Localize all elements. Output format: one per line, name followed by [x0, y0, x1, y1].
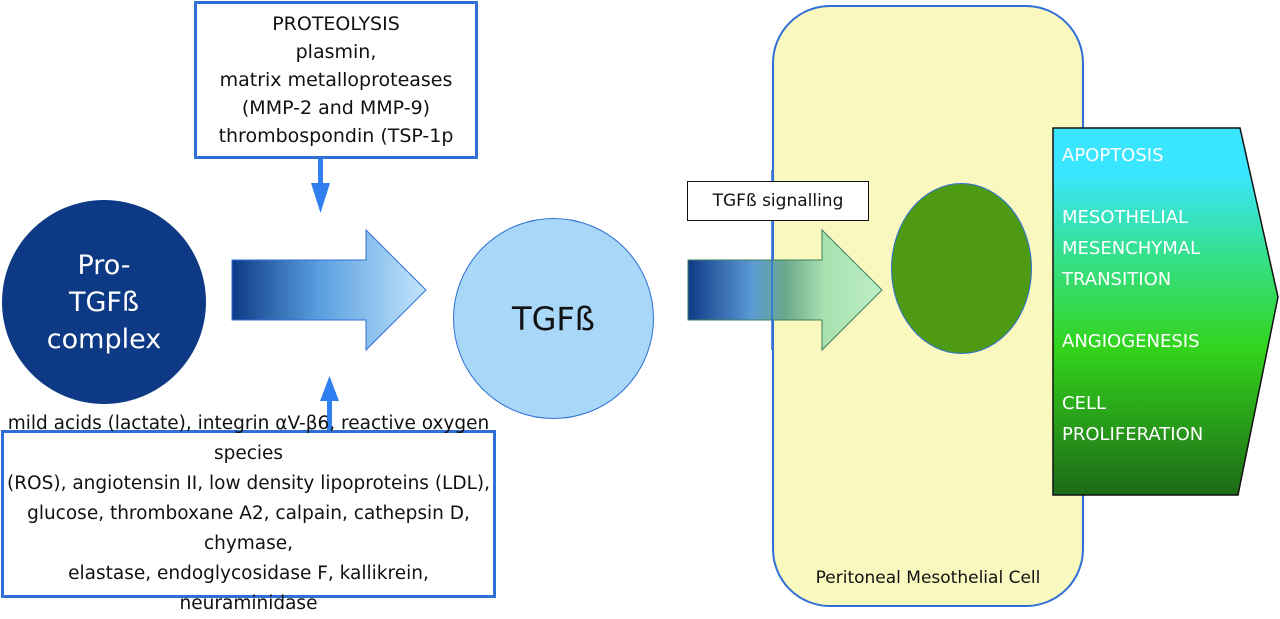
proteolysis-line: (MMP-2 and MMP-9) [241, 97, 431, 119]
pro-tgf-line: TGFß [69, 286, 139, 318]
proteolysis-down-arrow [311, 159, 330, 213]
proteolysis-line: matrix metalloproteases [219, 69, 453, 91]
activators-line: (ROS), angiotensin II, low density lipop… [6, 473, 490, 494]
signalling-arrow [687, 228, 883, 352]
tgf-node: TGFß [453, 218, 654, 419]
cell-label: Peritoneal Mesothelial Cell [815, 568, 1041, 588]
activators-line: mild acids (lactate), integrin αV-β6, re… [7, 413, 490, 464]
activators-line: elastase, endoglycosidase F, kallikrein,… [68, 563, 429, 614]
activators-box: mild acids (lactate), integrin αV-β6, re… [1, 413, 496, 614]
outcome-emt-line: MESOTHELIAL [1062, 207, 1189, 228]
outcome-emt-line: MESENCHYMAL [1062, 238, 1201, 259]
outcome-emt-line: TRANSITION [1062, 269, 1172, 290]
outcome-proliferation-line: CELL [1062, 393, 1106, 414]
outcome-apoptosis: APOPTOSIS [1062, 145, 1164, 166]
tgf-label: TGFß [512, 299, 595, 338]
outcomes-list: APOPTOSIS MESOTHELIAL MESENCHYMAL TRANSI… [1062, 140, 1203, 450]
pro-tgf-complex-node: Pro- TGFß complex [2, 200, 206, 404]
pro-tgf-line: Pro- [77, 249, 131, 281]
pro-tgf-line: complex [46, 323, 162, 355]
activation-arrow [231, 228, 427, 352]
activators-up-arrow [320, 376, 339, 432]
outcomes-arrow [1052, 127, 1279, 496]
proteolysis-line: plasmin, [295, 41, 377, 63]
activators-line: glucose, thromboxane A2, calpain, cathep… [27, 503, 470, 554]
tgf-signalling-label: TGFß signalling [687, 181, 869, 221]
outcome-proliferation-line: PROLIFERATION [1062, 424, 1204, 445]
nucleus [891, 183, 1032, 354]
outcome-angiogenesis: ANGIOGENESIS [1062, 331, 1200, 352]
proteolysis-line: PROTEOLYSIS [272, 13, 400, 35]
proteolysis-box: PROTEOLYSIS plasmin, matrix metalloprote… [194, 1, 478, 159]
proteolysis-line: thrombospondin (TSP-1p [218, 125, 454, 147]
